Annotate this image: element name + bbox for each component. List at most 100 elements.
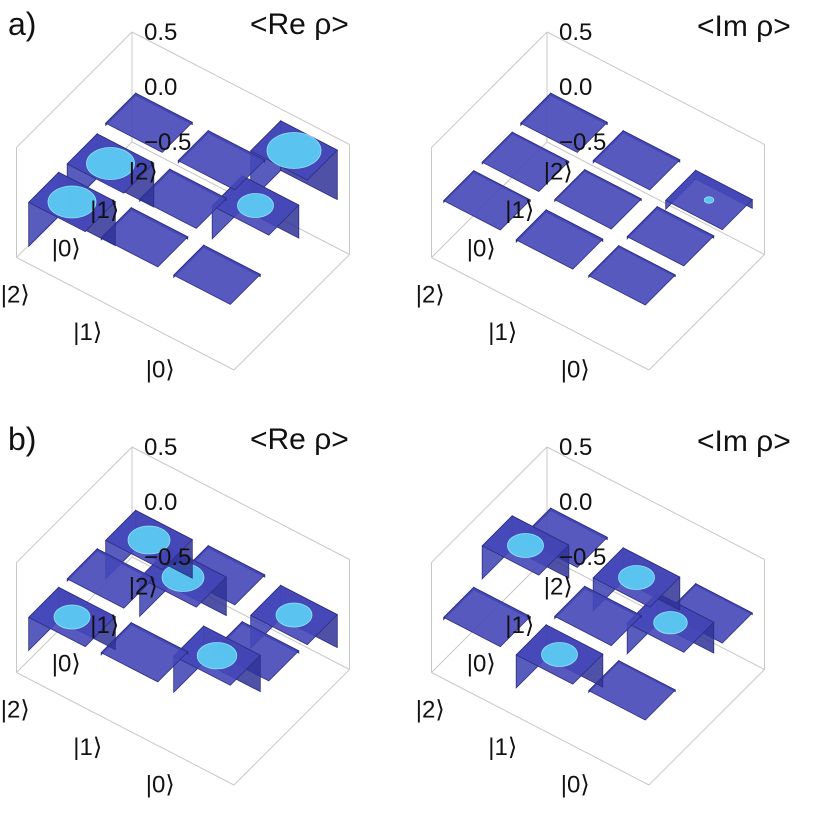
bar-face-top xyxy=(100,207,189,268)
bar-face-top xyxy=(515,209,604,270)
bar-face-top xyxy=(554,585,642,647)
value-disk xyxy=(127,525,171,555)
col-label: |1⟩ xyxy=(90,612,119,639)
col-label: |2⟩ xyxy=(544,573,573,600)
bar-face-top xyxy=(173,244,261,305)
row-label: |1⟩ xyxy=(488,319,517,346)
box-edge xyxy=(546,141,765,255)
bar-chart-3d: 0.50.0−0.5|0⟩|1⟩|2⟩|0⟩|1⟩|2⟩ xyxy=(416,434,765,798)
box-edge xyxy=(648,254,765,371)
bar xyxy=(443,586,531,648)
bar xyxy=(28,586,116,652)
row-label: |0⟩ xyxy=(146,771,175,798)
box-edge xyxy=(16,672,235,786)
bar xyxy=(100,621,189,683)
bar xyxy=(515,208,604,270)
col-label: |2⟩ xyxy=(544,158,573,185)
bar xyxy=(28,171,116,248)
bar xyxy=(66,547,155,609)
box-edge xyxy=(233,669,350,786)
bar xyxy=(66,132,155,209)
z-tick-label: −0.5 xyxy=(559,129,606,156)
z-tick-label: −0.5 xyxy=(144,129,191,156)
box-edge xyxy=(131,31,350,145)
z-tick-label: 0.5 xyxy=(559,434,592,461)
value-disk xyxy=(618,565,655,590)
box-edge xyxy=(131,446,350,560)
z-tick-label: 0.0 xyxy=(559,74,592,101)
bar xyxy=(515,623,604,689)
value-disk xyxy=(196,642,238,670)
bar-chart-3d: 0.50.0−0.5|0⟩|1⟩|2⟩|0⟩|1⟩|2⟩ xyxy=(416,19,765,383)
bar-face-top xyxy=(588,245,676,306)
bar xyxy=(554,168,642,230)
bar xyxy=(211,174,300,240)
bar xyxy=(443,169,531,231)
bar xyxy=(665,169,753,231)
box-edge xyxy=(431,257,650,371)
bar xyxy=(173,625,261,694)
bar-face-top xyxy=(177,130,266,191)
chart-title: <Re ρ> xyxy=(250,423,349,456)
value-disk xyxy=(47,185,97,219)
box-edge xyxy=(431,672,650,786)
box-edge xyxy=(16,257,235,371)
row-label: |0⟩ xyxy=(561,356,590,383)
bar-face-top xyxy=(520,92,608,153)
bar xyxy=(105,92,193,153)
col-label: |1⟩ xyxy=(505,197,534,224)
bar-face-top xyxy=(100,622,189,683)
box-edge xyxy=(16,446,133,563)
bar xyxy=(177,129,266,191)
value-disk xyxy=(53,604,91,630)
z-tick-label: 0.5 xyxy=(144,434,177,461)
bar xyxy=(626,205,715,267)
chart-title: <Im ρ> xyxy=(697,425,791,458)
bar-face-top xyxy=(481,131,570,192)
value-disk xyxy=(541,642,578,667)
panel-label: a) xyxy=(8,6,37,42)
col-label: |0⟩ xyxy=(52,235,81,262)
chart-title: <Im ρ> xyxy=(697,10,791,43)
z-tick-label: 0.5 xyxy=(144,19,177,46)
bar xyxy=(481,131,570,192)
z-tick-label: 0.0 xyxy=(144,489,177,516)
value-disk xyxy=(653,611,688,635)
bar xyxy=(588,659,676,721)
plot-area: 0.50.0−0.5|0⟩|1⟩|2⟩|0⟩|1⟩|2⟩ xyxy=(416,19,765,383)
value-disk xyxy=(703,196,715,204)
bar xyxy=(588,244,676,306)
col-label: |0⟩ xyxy=(52,650,81,677)
bar-chart-3d: 0.50.0−0.5|0⟩|1⟩|2⟩|0⟩|1⟩|2⟩ xyxy=(1,19,350,383)
bar xyxy=(481,514,570,580)
box-edge xyxy=(648,669,765,786)
row-label: |2⟩ xyxy=(416,281,445,308)
bar-face-top xyxy=(626,206,715,267)
row-label: |1⟩ xyxy=(73,734,102,761)
bar-chart-3d: 0.50.0−0.5|0⟩|1⟩|2⟩|0⟩|1⟩|2⟩ xyxy=(1,434,350,798)
box-edge xyxy=(16,31,133,148)
bar xyxy=(100,206,189,268)
bar-face-top xyxy=(105,92,193,153)
bar xyxy=(592,546,681,612)
bar xyxy=(520,92,608,153)
row-label: |2⟩ xyxy=(1,696,30,723)
bar-face-top xyxy=(554,169,642,230)
plot-area: 0.50.0−0.5|0⟩|1⟩|2⟩|0⟩|1⟩|2⟩ xyxy=(416,434,765,798)
bar-face-top xyxy=(139,168,227,229)
box-edge xyxy=(431,446,548,563)
col-label: |2⟩ xyxy=(129,158,158,185)
col-label: |0⟩ xyxy=(467,650,496,677)
box-edge xyxy=(431,31,548,148)
z-tick-label: 0.0 xyxy=(144,74,177,101)
panel-label: b) xyxy=(8,421,37,457)
bar xyxy=(105,509,193,580)
bar-face-top xyxy=(66,548,155,609)
box-edge xyxy=(233,254,350,371)
chart-title: <Re ρ> xyxy=(250,8,349,41)
row-label: |2⟩ xyxy=(416,696,445,723)
